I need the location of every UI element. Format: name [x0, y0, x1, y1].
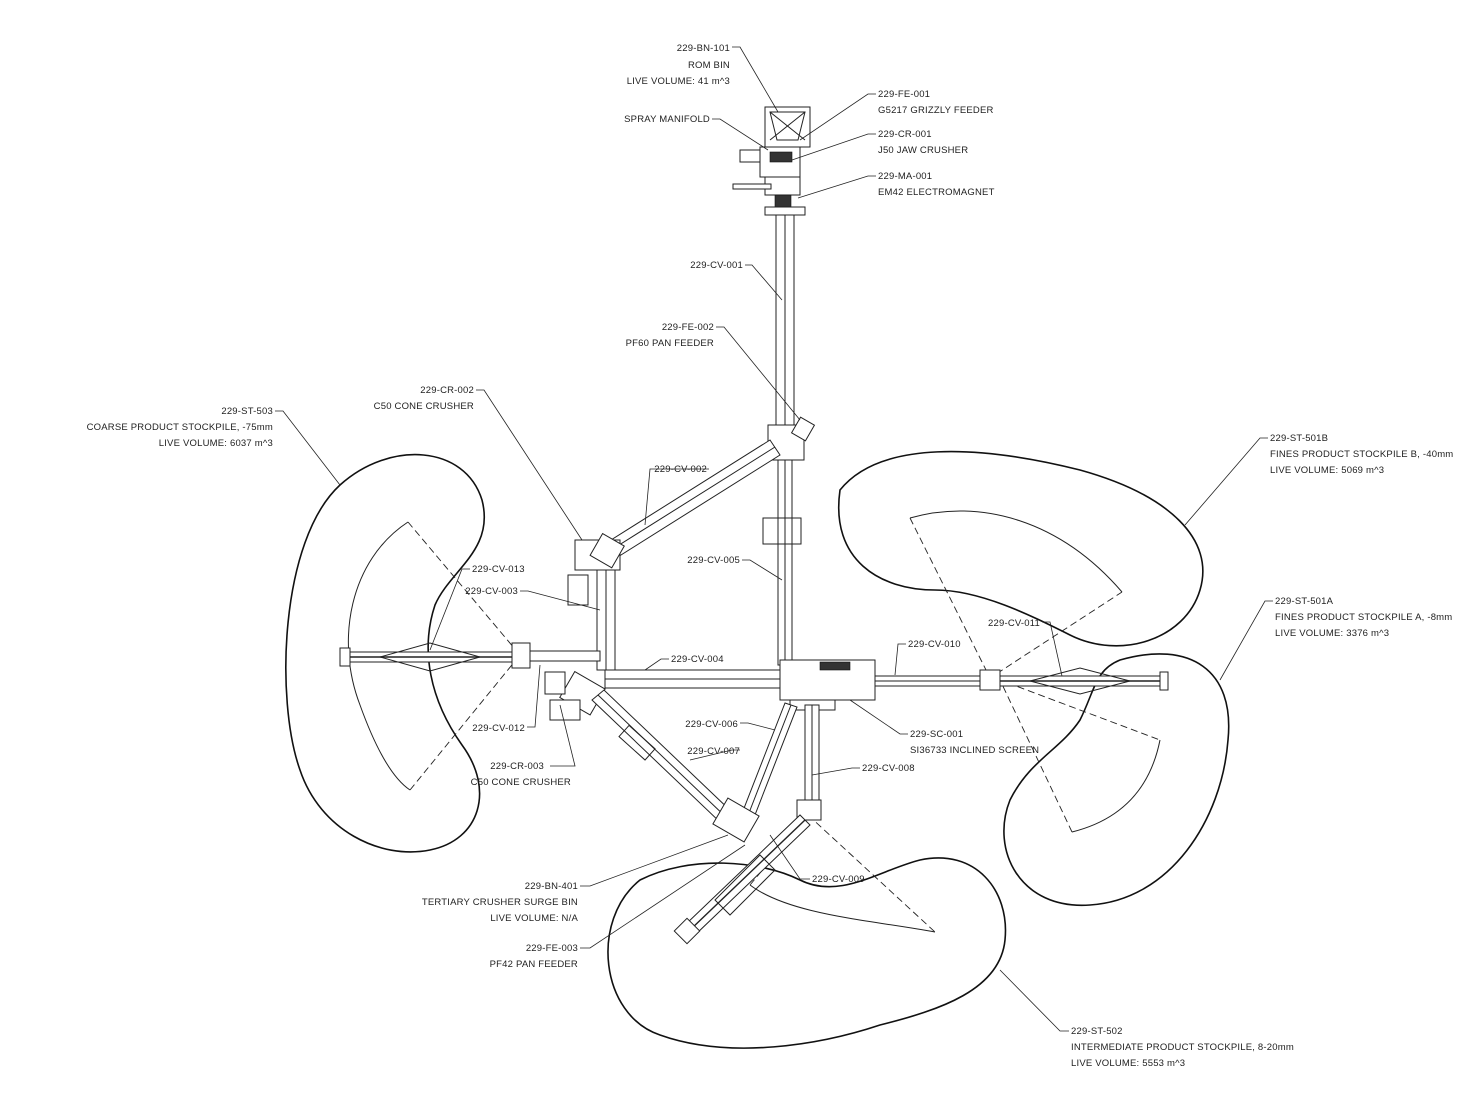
- label-st501b: 229-ST-501B FINES PRODUCT STOCKPILE B, -…: [1270, 433, 1453, 476]
- label-ma001-desc: EM42 ELECTROMAGNET: [878, 187, 995, 198]
- label-st503-tag: 229-ST-503: [221, 406, 273, 417]
- label-st503-desc: COARSE PRODUCT STOCKPILE, -75mm: [87, 422, 273, 433]
- label-st501a-extra: LIVE VOLUME: 3376 m^3: [1275, 628, 1389, 639]
- stockpile-st501a-outline: [999, 653, 1230, 906]
- label-fe002: 229-FE-002 PF60 PAN FEEDER: [626, 322, 714, 349]
- label-cv003: 229-CV-003: [465, 586, 518, 597]
- label-ma001-tag: 229-MA-001: [878, 171, 932, 182]
- label-bn401: 229-BN-401 TERTIARY CRUSHER SURGE BIN LI…: [422, 881, 578, 924]
- label-cv006: 229-CV-006: [685, 719, 738, 730]
- label-cv007: 229-CV-007: [687, 746, 740, 757]
- label-cv004: 229-CV-004: [671, 654, 724, 665]
- label-cr002-desc: C50 CONE CRUSHER: [374, 401, 474, 412]
- label-cv002: 229-CV-002: [654, 464, 707, 475]
- label-bn401-desc: TERTIARY CRUSHER SURGE BIN: [422, 897, 578, 908]
- label-st501a: 229-ST-501A FINES PRODUCT STOCKPILE A, -…: [1275, 596, 1452, 639]
- label-st502-extra: LIVE VOLUME: 5553 m^3: [1071, 1058, 1185, 1069]
- label-spray-manifold: SPRAY MANIFOLD: [624, 114, 710, 125]
- conveyor-cv008: [804, 704, 820, 801]
- conveyor-cv009: [673, 814, 811, 945]
- label-sc001: 229-SC-001 SI36733 INCLINED SCREEN: [910, 729, 1039, 756]
- cone-crusher-cr003: [544, 670, 606, 721]
- label-bn401-extra: LIVE VOLUME: N/A: [490, 913, 578, 924]
- label-cv008: 229-CV-008: [862, 763, 915, 774]
- label-cv013: 229-CV-013: [472, 564, 525, 575]
- cone-crusher-cr002: [567, 532, 625, 606]
- jaw-crusher-cr001: [732, 176, 806, 216]
- label-st502-desc: INTERMEDIATE PRODUCT STOCKPILE, 8-20mm: [1071, 1042, 1294, 1053]
- label-st501b-desc: FINES PRODUCT STOCKPILE B, -40mm: [1270, 449, 1453, 460]
- label-cv011: 229-CV-011: [988, 618, 1040, 629]
- label-fe003-tag: 229-FE-003: [526, 943, 578, 954]
- label-bn101-tag: 229-BN-101: [677, 43, 730, 54]
- conveyor-cv010: [874, 675, 986, 687]
- conveyor-cv013: [339, 642, 513, 672]
- label-ma001: 229-MA-001 EM42 ELECTROMAGNET: [878, 171, 995, 198]
- conveyor-cv002: [602, 439, 781, 561]
- conveyor-cv001: [775, 214, 795, 426]
- label-cv005: 229-CV-005: [687, 555, 740, 566]
- label-sc001-tag: 229-SC-001: [910, 729, 963, 740]
- label-bn401-tag: 229-BN-401: [525, 881, 578, 892]
- label-st501a-desc: FINES PRODUCT STOCKPILE A, -8mm: [1275, 612, 1452, 623]
- label-st503: 229-ST-503 COARSE PRODUCT STOCKPILE, -75…: [87, 406, 273, 449]
- conveyor-cv012: [511, 642, 601, 669]
- label-fe003-desc: PF42 PAN FEEDER: [490, 959, 578, 970]
- label-fe002-tag: 229-FE-002: [662, 322, 714, 333]
- label-fe003: 229-FE-003 PF42 PAN FEEDER: [490, 943, 578, 970]
- label-cv012: 229-CV-012: [472, 723, 525, 734]
- label-cv001: 229-CV-001: [690, 260, 743, 271]
- conveyor-cv007: [591, 689, 736, 826]
- label-cr001: 229-CR-001 J50 JAW CRUSHER: [878, 129, 968, 156]
- label-fe001-tag: 229-FE-001: [878, 89, 930, 100]
- label-cr002: 229-CR-002 C50 CONE CRUSHER: [374, 385, 474, 412]
- grizzly-feeder-fe001: [739, 146, 801, 178]
- leader-lines: [275, 46, 1273, 1032]
- label-cv009: 229-CV-009: [812, 874, 865, 885]
- label-st503-extra: LIVE VOLUME: 6037 m^3: [159, 438, 273, 449]
- label-bn101: 229-BN-101 ROM BIN LIVE VOLUME: 41 m^3: [627, 43, 730, 87]
- label-cr003-desc: C50 CONE CRUSHER: [471, 777, 571, 788]
- label-st502: 229-ST-502 INTERMEDIATE PRODUCT STOCKPIL…: [1071, 1026, 1294, 1069]
- label-bn101-desc: ROM BIN: [688, 60, 730, 71]
- label-sc001-desc: SI36733 INCLINED SCREEN: [910, 745, 1039, 756]
- surge-bin-bn401: [712, 797, 822, 843]
- label-cr003-tag: 229-CR-003: [490, 761, 544, 772]
- label-cr001-desc: J50 JAW CRUSHER: [878, 145, 968, 156]
- conveyor-cv006: [740, 702, 798, 821]
- inclined-screen-sc001: [779, 659, 876, 711]
- label-fe002-desc: PF60 PAN FEEDER: [626, 338, 714, 349]
- label-bn101-extra: LIVE VOLUME: 41 m^3: [627, 76, 730, 87]
- label-st501a-tag: 229-ST-501A: [1275, 596, 1334, 607]
- stockpile-st502-outline: [607, 814, 1007, 1049]
- label-st501b-extra: LIVE VOLUME: 5069 m^3: [1270, 465, 1384, 476]
- conveyor-cv011: [979, 667, 1169, 695]
- label-cr003: 229-CR-003 C50 CONE CRUSHER: [471, 761, 571, 788]
- conveyor-cv005: [762, 459, 802, 666]
- label-cr001-tag: 229-CR-001: [878, 129, 932, 140]
- rom-bin-bn101: [764, 106, 811, 148]
- stockpile-st501b-outline: [837, 450, 1204, 679]
- label-st502-tag: 229-ST-502: [1071, 1026, 1123, 1037]
- label-cr002-tag: 229-CR-002: [420, 385, 474, 396]
- stockpile-st503-outline: [285, 453, 521, 853]
- label-fe001-desc: G5217 GRIZZLY FEEDER: [878, 105, 994, 116]
- label-st501b-tag: 229-ST-501B: [1270, 433, 1328, 444]
- label-cv010: 229-CV-010: [908, 639, 961, 650]
- label-fe001: 229-FE-001 G5217 GRIZZLY FEEDER: [878, 89, 994, 116]
